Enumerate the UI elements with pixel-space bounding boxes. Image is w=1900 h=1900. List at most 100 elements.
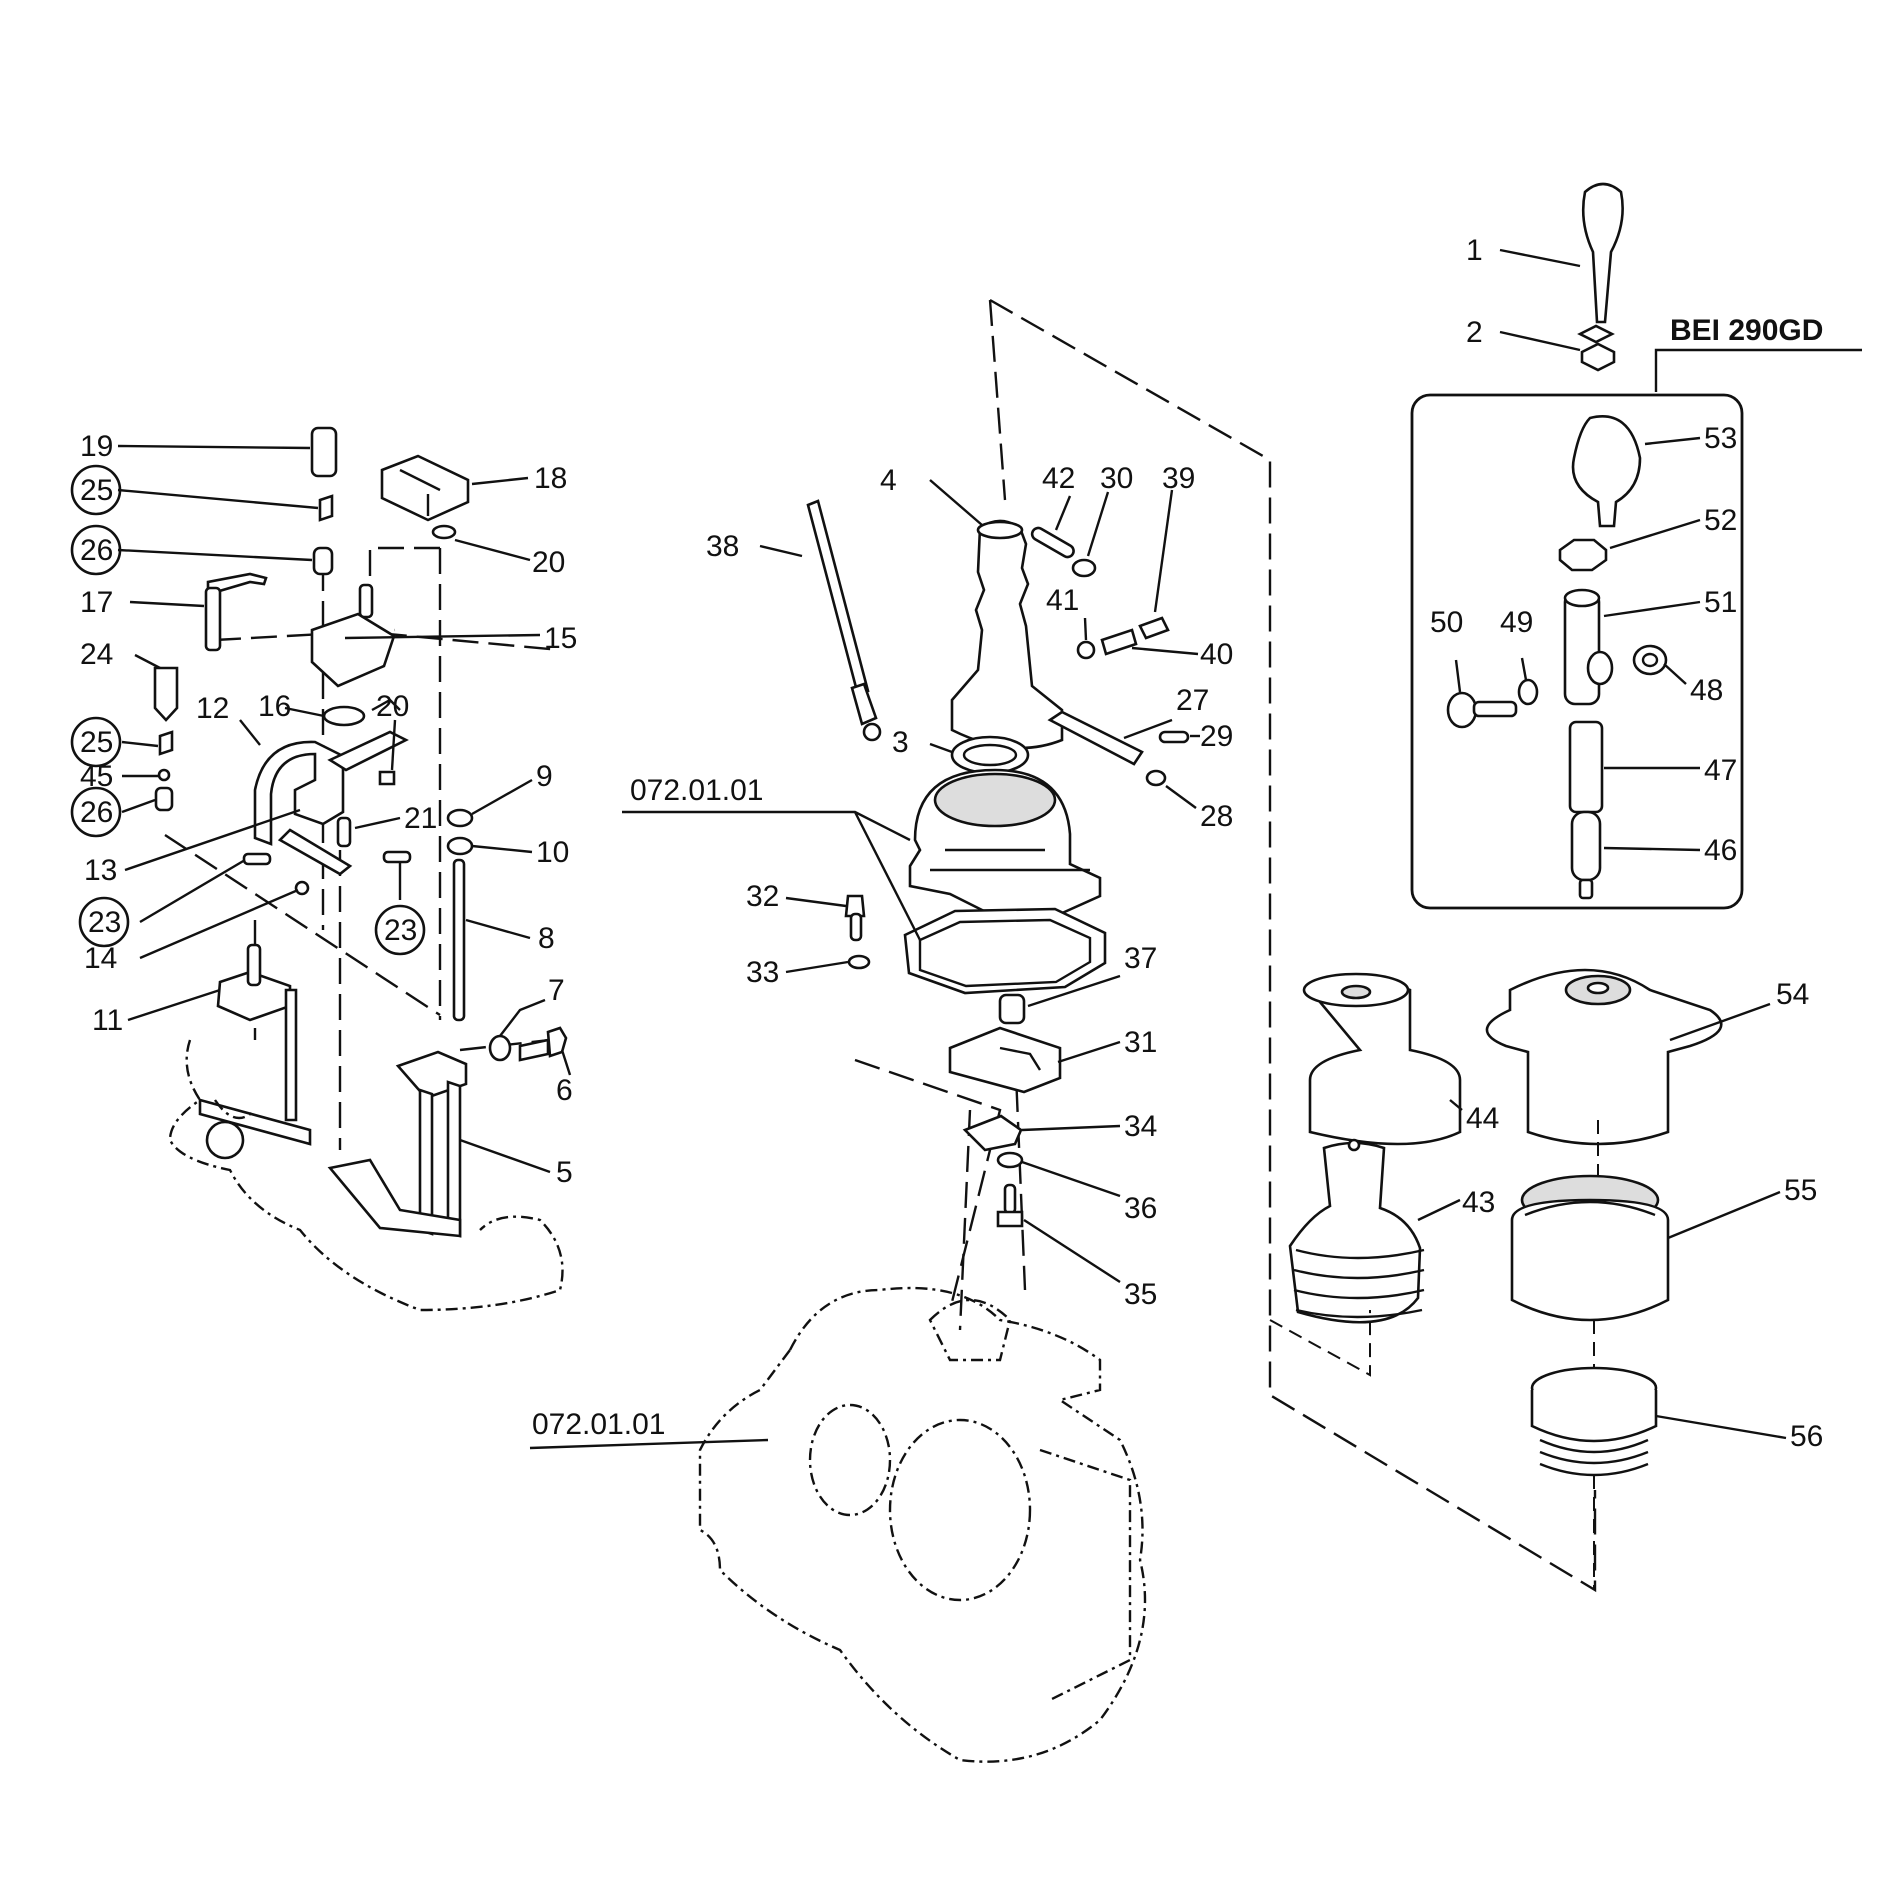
callout-36: 36: [1124, 1192, 1157, 1225]
callout-10: 10: [536, 836, 569, 869]
callout-31: 31: [1124, 1026, 1157, 1059]
callout-11: 11: [92, 1004, 123, 1037]
callout-6: 6: [556, 1074, 573, 1107]
pin-42: [1030, 526, 1075, 559]
callout-38: 38: [706, 530, 739, 563]
plunger-24: [153, 666, 179, 722]
callout-26-upper: 26: [80, 534, 113, 567]
fork-12: [253, 740, 345, 846]
callout-33: 33: [746, 956, 779, 989]
bolt-35-shank: [1003, 1183, 1017, 1215]
pin-19: [310, 426, 338, 478]
callout-45: 45: [80, 760, 113, 793]
part-14: [294, 880, 310, 896]
plate-15: [310, 612, 396, 688]
callout-47: 47: [1704, 754, 1737, 787]
washer-20-upper: [431, 524, 457, 540]
callout-35: 35: [1124, 1278, 1157, 1311]
callout-15: 15: [544, 622, 577, 655]
callout-24: 24: [80, 638, 113, 671]
callout-20-lower: 20: [376, 690, 409, 723]
callout-40: 40: [1200, 638, 1233, 671]
callout-1: 1: [1466, 234, 1483, 267]
callout-12: 12: [196, 692, 229, 725]
leader-lines: [117, 248, 1862, 1450]
callout-labels: 19 25 26 17 24 12 16 25 45 26 13 23 14 1…: [80, 234, 1823, 1453]
callout-49: 49: [1500, 606, 1533, 639]
callout-32: 32: [746, 880, 779, 913]
bracket-18: [380, 454, 470, 522]
bolt-6: [518, 1038, 550, 1062]
callout-13: 13: [84, 854, 117, 887]
ball-41: [1076, 640, 1096, 660]
ring-9: [446, 808, 474, 828]
center-shift-assembly: [698, 298, 1597, 1763]
callout-20-upper: 20: [532, 546, 565, 579]
washer-33: [847, 954, 871, 970]
ref-upper: 072.01.01: [630, 774, 763, 807]
part-20-lower: [378, 770, 396, 786]
nut-52: [1558, 538, 1608, 572]
callout-17: 17: [80, 586, 113, 619]
rod-8: [452, 858, 466, 1022]
ref-lower: 072.01.01: [532, 1408, 665, 1441]
body-51: [1563, 590, 1601, 706]
callout-21: 21: [404, 802, 437, 835]
callout-5: 5: [556, 1156, 573, 1189]
boot-4: [950, 519, 1064, 750]
callout-7: 7: [548, 974, 565, 1007]
callout-43: 43: [1462, 1186, 1495, 1219]
callout-2: 2: [1466, 316, 1483, 349]
plug-39: [1138, 616, 1170, 640]
pin-23-left: [242, 852, 272, 866]
cap-54: [1485, 968, 1723, 1146]
nut-48: [1632, 644, 1668, 676]
callout-55: 55: [1784, 1174, 1817, 1207]
callout-9: 9: [536, 760, 553, 793]
callout-28: 28: [1200, 800, 1233, 833]
variant-label: BEI 290GD: [1670, 314, 1823, 347]
callout-16: 16: [258, 690, 291, 723]
washer-16: [322, 705, 366, 727]
left-linkage-assembly: [153, 426, 568, 1312]
callout-50: 50: [1430, 606, 1463, 639]
bolt-50: [1446, 691, 1478, 729]
plate-34: [962, 1114, 1023, 1152]
spring-40: [1100, 628, 1138, 656]
callout-4: 4: [880, 464, 897, 497]
callout-25-upper: 25: [80, 474, 113, 507]
gearbox-housing: [698, 1286, 1147, 1763]
pin-23-right: [382, 850, 412, 864]
plug-26-upper: [312, 546, 334, 576]
washer-36: [996, 1151, 1024, 1169]
callout-3: 3: [892, 726, 909, 759]
callout-25-lower: 25: [80, 726, 113, 759]
gasket: [903, 907, 1107, 995]
callout-30: 30: [1100, 462, 1133, 495]
bolt-35: [996, 1210, 1024, 1228]
callout-52: 52: [1704, 504, 1737, 537]
callout-46: 46: [1704, 834, 1737, 867]
bolt-32: [844, 894, 866, 918]
callout-8: 8: [538, 922, 555, 955]
callout-44: 44: [1466, 1102, 1499, 1135]
callout-42: 42: [1042, 462, 1075, 495]
variant-box: [1410, 393, 1744, 910]
pin-21: [336, 816, 352, 848]
callout-41: 41: [1046, 584, 1079, 617]
callout-27: 27: [1176, 684, 1209, 717]
callout-23-left: 23: [88, 906, 121, 939]
plug-26-lower: [154, 786, 174, 812]
rod-38: [806, 499, 870, 697]
spring-25-upper: [318, 494, 334, 522]
bushing-37: [998, 993, 1026, 1025]
plate-31: [948, 1026, 1062, 1094]
sleeve-47: [1568, 720, 1604, 814]
callout-51: 51: [1704, 586, 1737, 619]
callout-48: 48: [1690, 674, 1723, 707]
ring-55: [1510, 1198, 1670, 1322]
lever-pin-17: [206, 572, 268, 594]
washer-49: [1517, 678, 1539, 706]
callout-54: 54: [1776, 978, 1809, 1011]
